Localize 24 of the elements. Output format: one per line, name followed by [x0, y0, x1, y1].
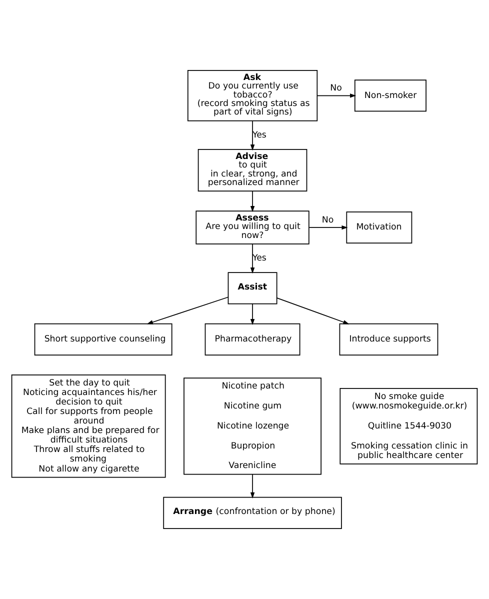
- node-box: Assess Are you willing to quit now?: [196, 210, 310, 244]
- arrow: [317, 94, 356, 98]
- node-box: Short supportive counseling: [34, 323, 172, 356]
- arrow: [146, 296, 229, 324]
- node-box: Nicotine patch Nicotine gum Nicotine lozenge Bupropion Varenicline: [184, 378, 322, 475]
- edge-label: No: [330, 83, 342, 94]
- arrow: [250, 244, 255, 274]
- arrow: [308, 225, 348, 230]
- node-box: Advise to quit in clear, strong, and personalized manner: [198, 148, 308, 192]
- arrow: [250, 304, 255, 326]
- node-box: Set the day to quit Noticing acquaintances his/her decision to quit Call for supports from people around Make plans and be prepared for difficult situations Throw all stuffs related to smoking Not allow any cigarette: [11, 374, 166, 478]
- node-box: Assist: [228, 272, 278, 304]
- arrow: [276, 298, 350, 324]
- node-box: Ask Do you currently use tobacco? (record smoking status as part of vital signs): [187, 70, 318, 122]
- edge-label: No: [322, 215, 334, 226]
- node-box: No smoke guide (www.nosmokeguide.or.kr) Quitline 1544-9030 Smoking cessation clinic in public healthcare center: [340, 388, 478, 464]
- node-box: Non-smoker: [354, 80, 426, 112]
- arrow: [250, 120, 255, 151]
- node-box: Pharmacotherapy: [204, 323, 300, 356]
- arrow: [250, 190, 255, 212]
- arrow: [250, 474, 255, 498]
- node-box: Motivation: [346, 211, 412, 244]
- node-box: Introduce supports: [339, 323, 438, 356]
- node-box: Arrange (confrontation or by phone): [163, 496, 342, 529]
